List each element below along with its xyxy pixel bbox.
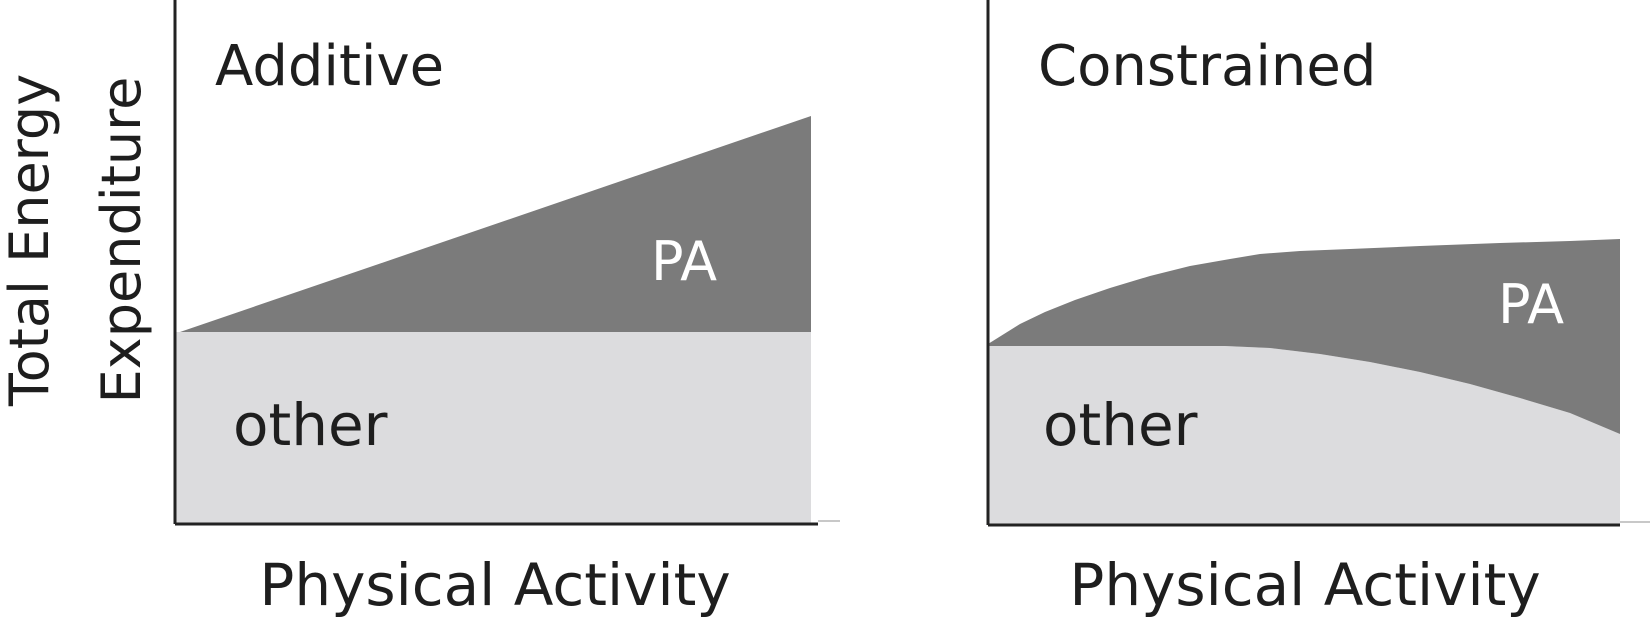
additive-other-label: other: [233, 391, 388, 459]
constrained-x-axis-label: Physical Activity: [1069, 551, 1540, 617]
constrained-other-area: [988, 346, 1620, 525]
additive-title: Additive: [215, 34, 444, 99]
additive-panel: Additive PA other Physical Activity: [173, 0, 840, 617]
constrained-pa-label: PA: [1498, 273, 1564, 336]
y-axis-label-line2: Expenditure: [90, 77, 153, 404]
additive-other-area: [175, 332, 811, 524]
additive-pa-area: [180, 116, 811, 332]
y-axis-label-line1: Total Energy: [0, 74, 61, 407]
additive-pa-label: PA: [651, 230, 717, 293]
constrained-title: Constrained: [1038, 34, 1376, 99]
additive-x-axis-label: Physical Activity: [259, 551, 730, 617]
constrained-panel: Constrained PA other Physical Activity: [986, 0, 1650, 617]
constrained-other-label: other: [1043, 391, 1198, 459]
constrained-pa-area: [988, 239, 1620, 434]
